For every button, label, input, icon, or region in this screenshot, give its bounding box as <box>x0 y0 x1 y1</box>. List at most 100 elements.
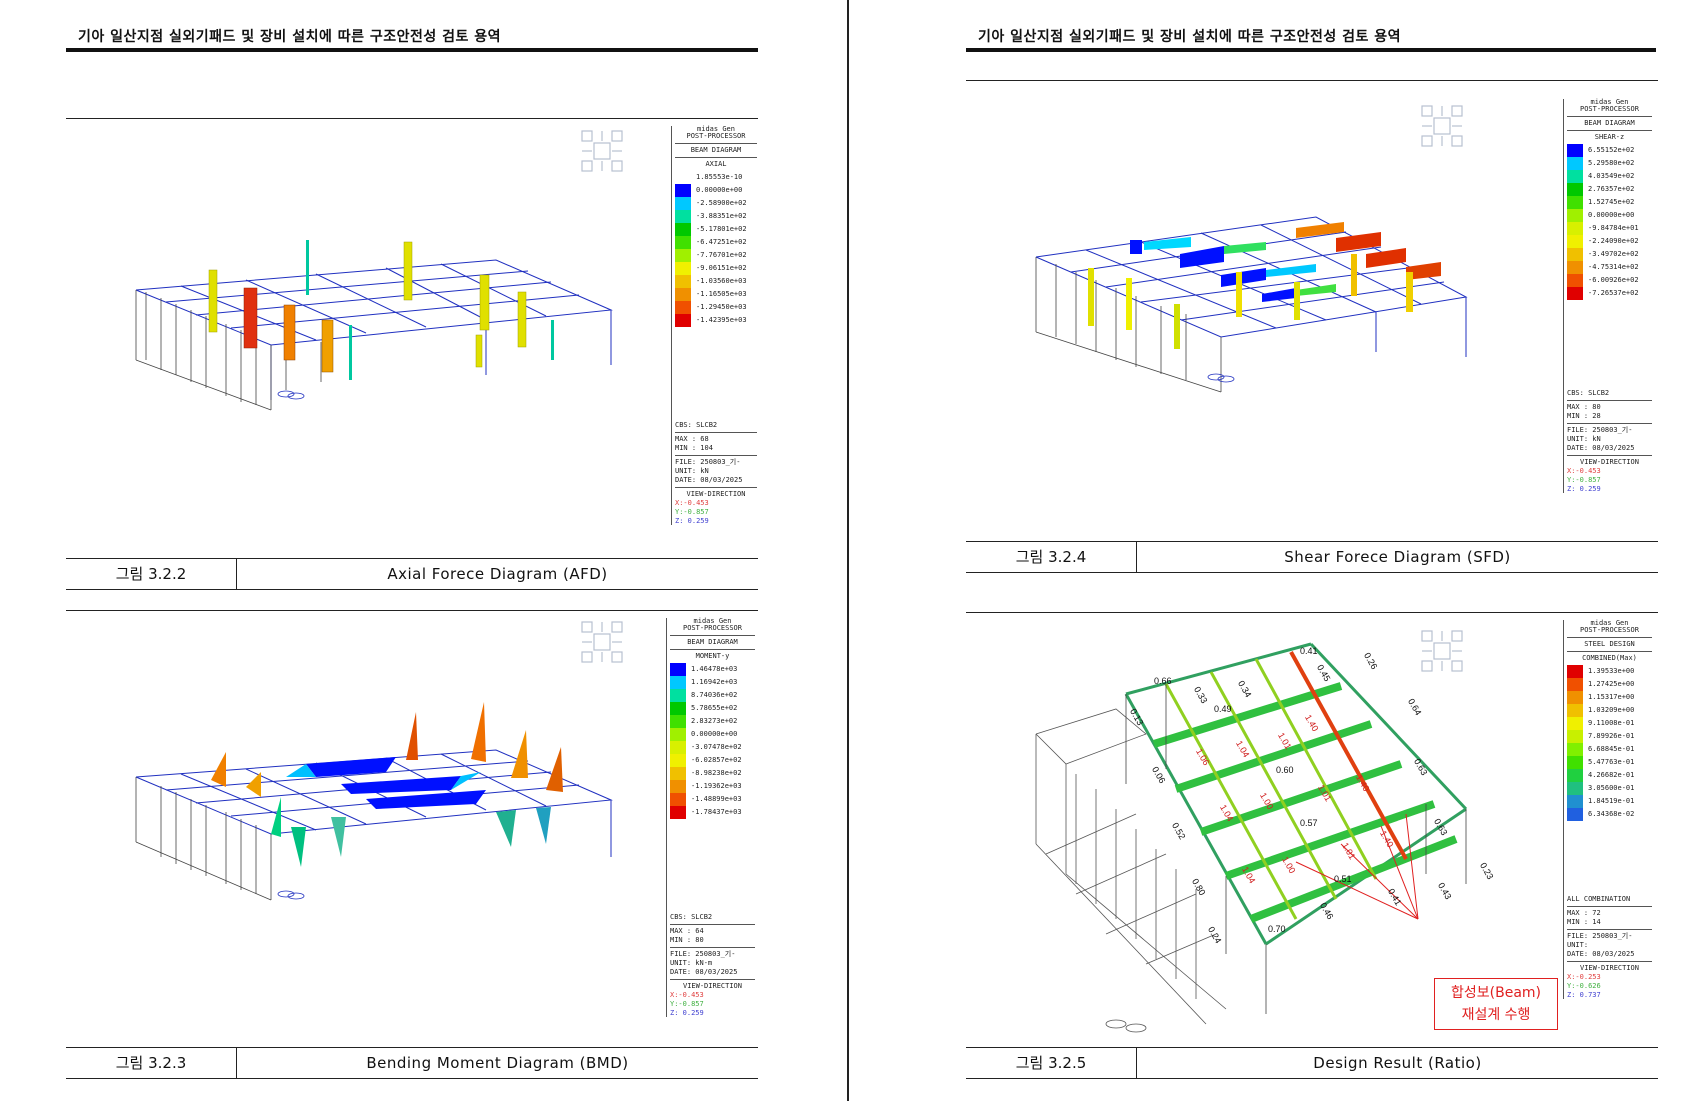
legend-value: -1.42395e+03 <box>696 316 747 324</box>
legend-component: MOMENT-y <box>695 652 730 660</box>
legend-value: 1.52745e+02 <box>1588 198 1635 206</box>
legend-value: 5.78655e+02 <box>691 704 738 712</box>
sfd-navcube-icon[interactable] <box>1420 104 1464 148</box>
afd-model-view <box>135 240 613 411</box>
legend-max: MAX : 68 <box>675 435 709 443</box>
legend-row: -3.07478e+02 <box>670 741 755 754</box>
legend-scale: 6.55152e+02 5.29580e+02 4.03549e+02 2.76… <box>1567 144 1652 300</box>
right-page-header: 기아 일산지점 실외기패드 및 장비 설치에 따른 구조안전성 검토 용역 <box>978 29 1402 45</box>
legend-unit: UNIT: kN <box>1567 435 1601 443</box>
legend-diagram: STEEL DESIGN <box>1584 640 1635 648</box>
figure-number: 그림 3.2.5 <box>966 1048 1137 1078</box>
legend-diagram: BEAM DIAGRAM <box>690 146 742 154</box>
legend-row: 5.47763e-01 <box>1567 756 1652 769</box>
legend-value: -2.58900e+02 <box>696 199 747 207</box>
figure-title: Shear Forece Diagram (SFD) <box>1284 548 1511 566</box>
legend-row: -6.02857e+02 <box>670 754 755 767</box>
legend-value: 1.46478e+03 <box>691 665 738 673</box>
legend-date: DATE: 08/03/2025 <box>670 968 738 976</box>
legend-row: 1.85553e-10 <box>675 171 757 184</box>
legend-scale: 1.85553e-10 0.00000e+00 -2.58900e+02 -3.… <box>675 171 757 327</box>
legend-cbs: CBS: SLCB2 <box>670 913 713 921</box>
legend-info: CBS: SLCB2 MAX : 64 MIN : 80 FILE: 25080… <box>670 914 755 1017</box>
legend-row: -8.98238e+02 <box>670 767 755 780</box>
legend-processor: POST-PROCESSOR <box>682 624 742 632</box>
ratio-label: 0.57 <box>1300 818 1318 828</box>
legend-view-y: Y:-0.857 <box>670 1000 704 1008</box>
legend-row: 2.83273e+02 <box>670 715 755 728</box>
legend-row: -7.26537e+02 <box>1567 287 1652 300</box>
legend-value: 1.27425e+00 <box>1588 680 1635 688</box>
legend-diagram: BEAM DIAGRAM <box>1584 119 1635 127</box>
legend-value: 1.85553e-10 <box>696 173 743 181</box>
legend-cbs: CBS: SLCB2 <box>675 421 718 429</box>
legend-row: -6.47251e+02 <box>675 236 757 249</box>
legend-date: DATE: 08/03/2025 <box>1567 444 1635 452</box>
legend-value: 0.00000e+00 <box>691 730 738 738</box>
legend-row: -3.88351e+02 <box>675 210 757 223</box>
bmd-navcube-icon[interactable] <box>580 620 624 664</box>
legend-value: 9.11008e-01 <box>1588 719 1635 727</box>
legend-row: 6.68845e-01 <box>1567 743 1652 756</box>
figure-title: Axial Forece Diagram (AFD) <box>387 565 608 583</box>
legend-value: 4.26682e-01 <box>1588 771 1635 779</box>
legend-file: FILE: 250803_기- <box>1567 426 1633 434</box>
legend-row: 7.89926e-01 <box>1567 730 1652 743</box>
legend-row: -1.29450e+03 <box>675 301 757 314</box>
legend-value: -7.76701e+02 <box>696 251 747 259</box>
legend-program: midas Gen <box>1590 619 1629 627</box>
legend-file: FILE: 250803_기- <box>670 950 736 958</box>
legend-info: CBS: SLCB2 MAX : 68 MIN : 104 FILE: 2508… <box>675 422 757 525</box>
legend-value: -5.17801e+02 <box>696 225 747 233</box>
ratio-navcube-icon[interactable] <box>1420 629 1464 673</box>
legend-row: 0.00000e+00 <box>670 728 755 741</box>
legend-value: 4.03549e+02 <box>1588 172 1635 180</box>
legend-row: 1.15317e+00 <box>1567 691 1652 704</box>
legend-value: -1.16505e+03 <box>696 290 747 298</box>
bmd-caption: 그림 3.2.3 Bending Moment Diagram (BMD) <box>66 1047 758 1079</box>
ratio-label: 0.60 <box>1276 765 1294 775</box>
figure-number: 그림 3.2.3 <box>66 1048 237 1078</box>
legend-value: -1.48899e+03 <box>691 795 742 803</box>
legend-value: -9.06151e+02 <box>696 264 747 272</box>
figure-number: 그림 3.2.4 <box>966 542 1137 572</box>
legend-unit: UNIT: kN <box>675 467 709 475</box>
legend-view-direction: VIEW-DIRECTION <box>686 490 746 498</box>
legend-value: 8.74036e+02 <box>691 691 738 699</box>
legend-row: -1.19362e+03 <box>670 780 755 793</box>
legend-file: FILE: 250803_기- <box>675 458 741 466</box>
legend-row: 1.16942e+03 <box>670 676 755 689</box>
legend-row: -5.17801e+02 <box>675 223 757 236</box>
bmd-model-view <box>135 702 613 901</box>
ratio-label: 0.66 <box>1154 676 1172 686</box>
sfd-legend: midas Gen POST-PROCESSOR BEAM DIAGRAM SH… <box>1563 99 1652 493</box>
legend-value: 1.03209e+00 <box>1588 706 1635 714</box>
legend-value: 6.55152e+02 <box>1588 146 1635 154</box>
legend-row: 5.78655e+02 <box>670 702 755 715</box>
legend-row: 5.29580e+02 <box>1567 157 1652 170</box>
legend-row: 6.34368e-02 <box>1567 808 1652 821</box>
legend-row: 8.74036e+02 <box>670 689 755 702</box>
legend-value: -6.47251e+02 <box>696 238 747 246</box>
legend-value: -1.78437e+03 <box>691 808 742 816</box>
figure-title: Design Result (Ratio) <box>1313 1054 1482 1072</box>
legend-view-direction: VIEW-DIRECTION <box>1579 458 1639 466</box>
afd-navcube-icon[interactable] <box>580 129 624 173</box>
legend-program: midas Gen <box>697 125 735 133</box>
legend-min: MIN : 14 <box>1567 918 1601 926</box>
legend-processor: POST-PROCESSOR <box>1579 105 1639 113</box>
legend-info: ALL COMBINATION MAX : 72 MIN : 14 FILE: … <box>1567 896 1652 999</box>
legend-row: -2.24090e+02 <box>1567 235 1652 248</box>
legend-scale: 1.46478e+03 1.16942e+03 8.74036e+02 5.78… <box>670 663 755 819</box>
legend-row: 2.76357e+02 <box>1567 183 1652 196</box>
afd-caption: 그림 3.2.2 Axial Forece Diagram (AFD) <box>66 558 758 590</box>
legend-value: 1.39533e+00 <box>1588 667 1635 675</box>
legend-value: -2.24090e+02 <box>1588 237 1639 245</box>
legend-value: 7.89926e-01 <box>1588 732 1635 740</box>
legend-row: 1.39533e+00 <box>1567 665 1652 678</box>
legend-row: -1.78437e+03 <box>670 806 755 819</box>
legend-row: -1.03560e+03 <box>675 275 757 288</box>
legend-value: 5.29580e+02 <box>1588 159 1635 167</box>
legend-max: MAX : 80 <box>1567 403 1601 411</box>
legend-view-z: Z: 0.259 <box>1567 485 1601 493</box>
